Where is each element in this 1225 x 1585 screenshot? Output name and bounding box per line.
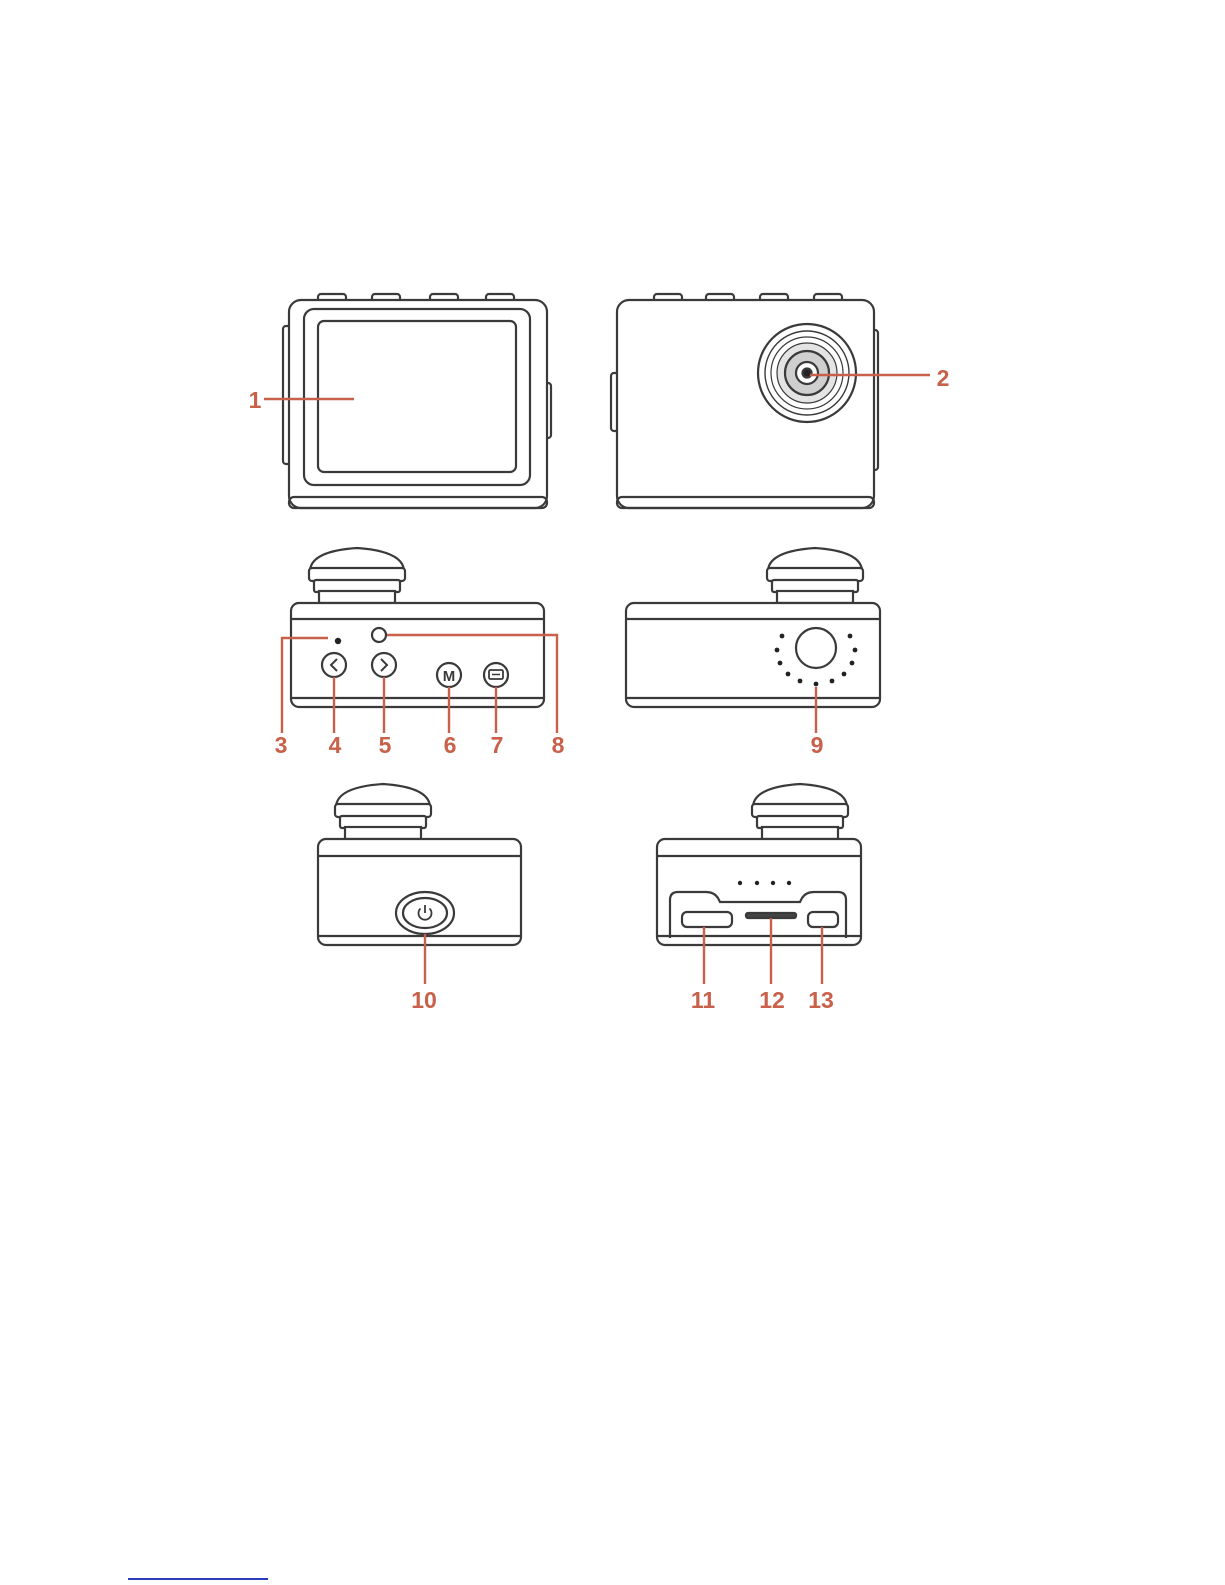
top-view: M: [291, 548, 544, 707]
callout-7: 7: [491, 732, 504, 758]
callout-1: 1: [249, 387, 262, 413]
callout-5: 5: [379, 732, 392, 758]
microsd-slot: [746, 913, 796, 918]
lens-barrel: [767, 548, 863, 603]
callout-11: 11: [691, 987, 716, 1013]
camera-body: [289, 300, 547, 508]
callout-2: 2: [937, 365, 950, 391]
front-view: [611, 294, 878, 508]
callout-13: 13: [808, 987, 834, 1013]
bottom-view-ports: [657, 784, 861, 945]
footnote-rule: [128, 1578, 268, 1580]
mode-icon: M: [443, 668, 456, 685]
callout-3: 3: [275, 732, 288, 758]
callout-10: 10: [411, 987, 437, 1013]
callout-4: 4: [329, 732, 342, 758]
lens-barrel: [309, 548, 405, 603]
side-view-power: [318, 784, 521, 945]
back-view: [283, 294, 551, 508]
callout-6: 6: [444, 732, 457, 758]
callout-9: 9: [811, 732, 824, 758]
callout-12: 12: [759, 987, 785, 1013]
side-view-microphone: [626, 548, 880, 707]
lens-barrel: [752, 784, 848, 839]
indicator-light: [335, 638, 341, 644]
lens-barrel: [335, 784, 431, 839]
callout-8: 8: [552, 732, 565, 758]
